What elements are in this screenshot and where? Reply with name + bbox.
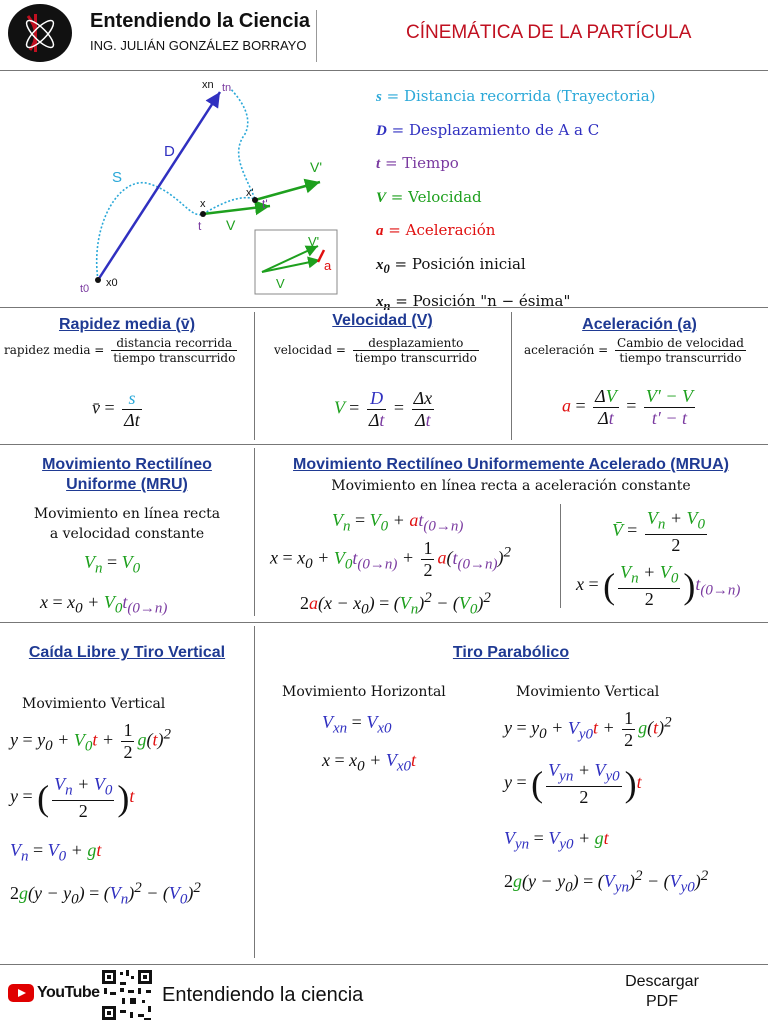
author-name: ING. JULIÁN GONZÁLEZ BORRAYO: [90, 38, 307, 53]
aceleracion-title: Aceleración (a): [582, 316, 697, 333]
legend-x0: x0 = Posición inicial: [376, 254, 526, 276]
trajectory-path: [96, 87, 257, 281]
caida-eq-4: 2g(y − y0) = (Vn)2 − (V0)2: [10, 880, 201, 908]
inset-V: V: [276, 276, 285, 291]
legend-V: V = Velocidad: [376, 187, 482, 206]
download-label-1: Descargar: [625, 973, 699, 990]
qr-code-icon[interactable]: [100, 968, 154, 1022]
mrua-title: Movimiento Rectilíneo Uniformemente Acel…: [293, 456, 729, 473]
label-D: D: [164, 143, 175, 160]
label-t: t: [198, 219, 202, 233]
download-pdf-button[interactable]: Descargar PDF: [600, 972, 724, 1012]
legend-s: s = Distancia recorrida (Trayectoria): [376, 87, 656, 105]
brand-name: Entendiendo la Ciencia: [90, 10, 311, 32]
label-xp: x': [246, 187, 254, 199]
legend-xn: xn = Posición "n − ésima": [376, 292, 571, 313]
label-x0: x0: [106, 277, 118, 289]
velocity-vector-t: [202, 200, 271, 216]
divider-footer: [0, 964, 768, 965]
label-Vp: V': [310, 159, 322, 175]
page-title: CÍNEMÁTICA DE LA PARTÍCULA: [406, 22, 692, 43]
divider-1: [0, 307, 768, 308]
mru-eq-2: x = x0 + V0t(0→n): [40, 592, 168, 617]
trajectory-diagram: xn tn D S x t x' t' V V' x0 t0 V' a V: [80, 79, 338, 295]
inset-a: a: [324, 258, 332, 273]
download-label-2: PDF: [646, 993, 678, 1010]
mru-desc-1: Movimiento en línea recta: [33, 506, 221, 522]
mrua-eq-3: 2a(x − x0) = (Vn)2 − (V0)2: [300, 590, 491, 618]
youtube-link[interactable]: YouTube: [8, 984, 100, 1002]
displacement-vector: [96, 91, 222, 281]
youtube-label: YouTube: [37, 984, 100, 1001]
inset-Vp: V': [308, 234, 319, 249]
parabolico-title: Tiro Parabólico: [452, 644, 570, 661]
mru-eq-1: Vn = V0: [84, 552, 141, 577]
parabolico-v-eq-4: 2g(y − y0) = (Vyn)2 − (Vy0)2: [504, 868, 709, 896]
caida-title: Caída Libre y Tiro Vertical: [28, 644, 226, 661]
legend-D: D = Desplazamiento de A a C: [376, 120, 600, 139]
label-tn: tn: [222, 82, 231, 94]
channel-name: Entendiendo la ciencia: [162, 984, 364, 1006]
header-bottom-line: [0, 70, 768, 71]
parabolico-h-eq-2: x = x0 + Vx0t: [322, 750, 416, 775]
label-tp: t': [262, 197, 268, 211]
legend: s = Distancia recorrida (Trayectoria) D …: [376, 80, 656, 323]
mru-title-1: Movimiento Rectilíneo: [42, 456, 212, 473]
mrua-eq-1: Vn = V0 + at(0→n): [332, 510, 464, 535]
logo: [8, 4, 72, 62]
velocidad-title: Velocidad (V): [332, 312, 433, 329]
parabolico-v-eq-3: Vyn = Vy0 + gt: [504, 828, 609, 853]
label-V: V: [226, 217, 236, 233]
rapidez-title: Rapidez media (v̄): [58, 316, 196, 333]
label-S: S: [112, 169, 122, 186]
youtube-icon: [8, 984, 34, 1002]
label-xn: xn: [202, 79, 214, 91]
mru-title-2: Uniforme (MRU): [66, 476, 188, 493]
legend-t: t = Tiempo: [376, 154, 459, 172]
label-x: x: [200, 198, 206, 210]
inset-box: [254, 229, 338, 295]
label-t0: t0: [80, 283, 89, 295]
parabolico-sub-v: Movimiento Vertical: [516, 684, 660, 700]
divider-2: [0, 444, 768, 445]
mrua-desc: Movimiento en línea recta a aceleración …: [331, 478, 691, 494]
header-divider: [316, 10, 317, 62]
divider-3: [0, 622, 768, 623]
parabolico-h-eq-1: Vxn = Vx0: [322, 712, 392, 737]
caida-eq-3: Vn = V0 + gt: [10, 840, 102, 865]
legend-a: a = Aceleración: [376, 221, 496, 239]
mru-desc-2: a velocidad constante: [49, 526, 205, 542]
velocity-vector-tp: [254, 178, 321, 202]
caida-sub: Movimiento Vertical: [22, 696, 166, 712]
parabolico-sub-h: Movimiento Horizontal: [282, 684, 446, 700]
